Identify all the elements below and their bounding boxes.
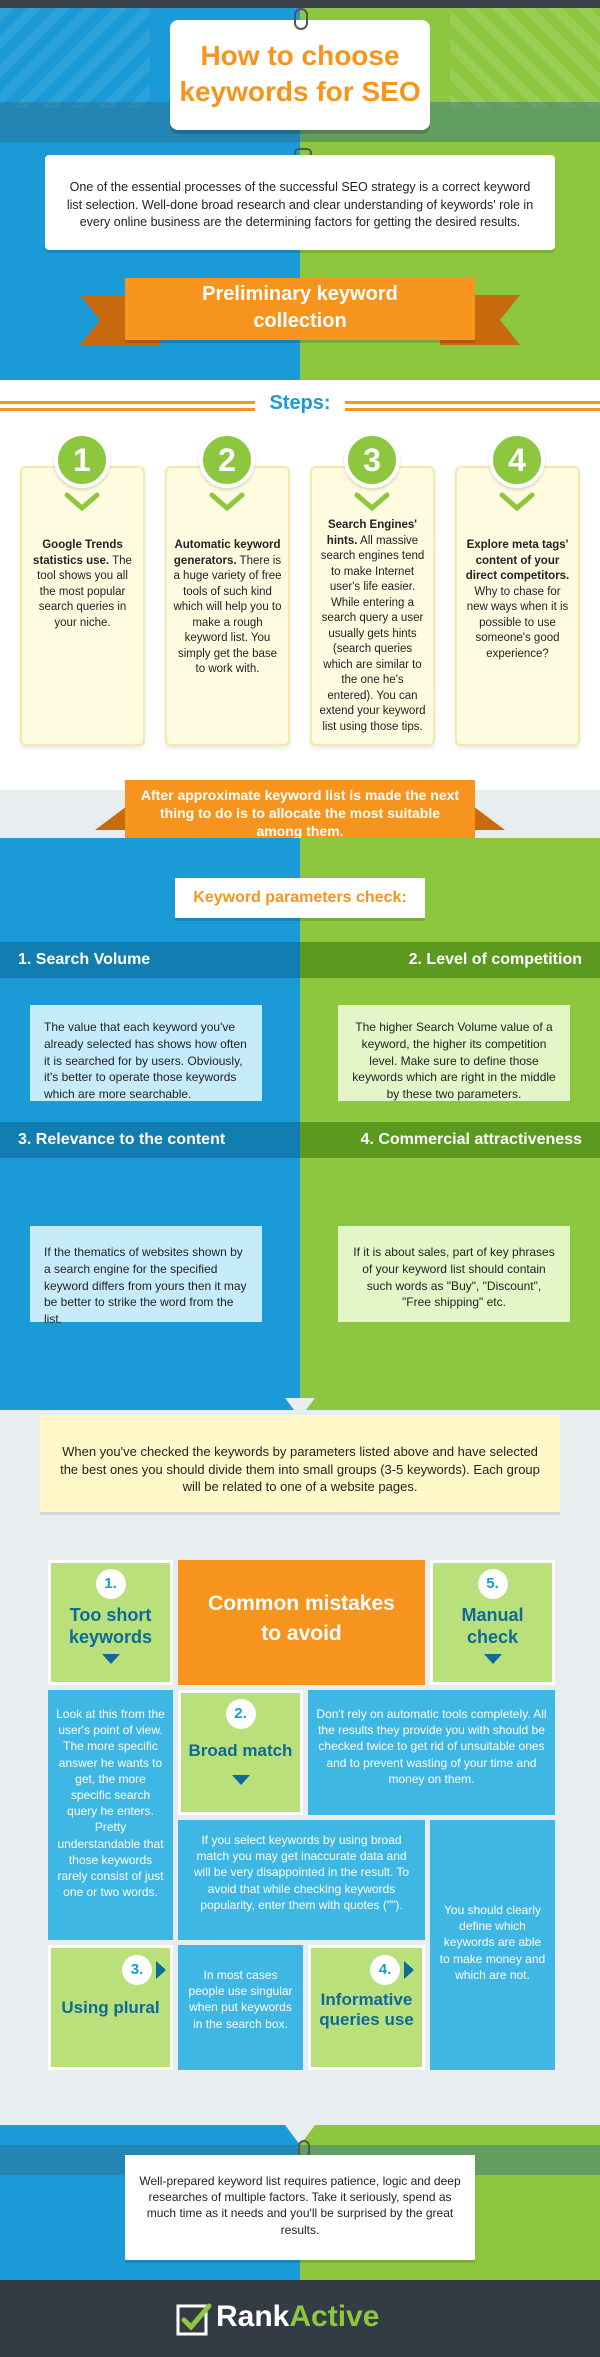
- paperclip-icon: [294, 8, 308, 30]
- footer: [0, 2280, 600, 2357]
- step-card-1: Google Trends statistics use. The tool s…: [20, 466, 145, 746]
- mistakes-title-line2: to avoid: [261, 1622, 342, 1645]
- param-1-title: 1. Search Volume: [0, 942, 300, 978]
- param-3-title: 3. Relevance to the content: [0, 1122, 300, 1158]
- triangle-right-icon: [156, 1961, 166, 1979]
- step-1-bold: Google Trends statistics use.: [33, 539, 123, 567]
- chevron-down-icon: [499, 492, 535, 512]
- mistake-1-number: 1.: [95, 1569, 126, 1599]
- step-4-bold: Explore meta tags' content of your direc…: [465, 539, 570, 583]
- mistake-4-text: You should clearly define which keywords…: [430, 1820, 555, 2070]
- header-stripes-right: [450, 8, 600, 108]
- preliminary-line2: collection: [253, 310, 347, 332]
- top-bar: [0, 0, 600, 8]
- mistakes-title-line1: Common mistakes: [208, 1592, 395, 1615]
- chevron-down-icon: [209, 492, 245, 512]
- triangle-right-icon: [404, 1961, 414, 1979]
- step-card-4: Explore meta tags' content of your direc…: [455, 466, 580, 746]
- step-card-2: Automatic keyword generators. There is a…: [165, 466, 290, 746]
- mistake-5-header: 5. Manual check: [430, 1560, 555, 1685]
- step-badge-4: 4: [489, 432, 545, 488]
- mistake-1-text: Look at this from the user's point of vi…: [48, 1690, 173, 1940]
- step-card-3: Search Engines' hints. All massive searc…: [310, 466, 435, 746]
- param-2-text: The higher Search Volume value of a keyw…: [338, 1005, 570, 1101]
- intro-card: One of the essential processes of the su…: [45, 155, 555, 250]
- steps-line-left-1: [0, 401, 255, 404]
- mistake-2-text: If you select keywords by using broad ma…: [178, 1820, 425, 1940]
- rankactive-logo-icon: [176, 2303, 212, 2336]
- triangle-down-icon: [231, 1775, 250, 1785]
- param-2-title: 2. Level of competition: [300, 942, 600, 978]
- step-badge-1: 1: [54, 432, 110, 488]
- step-2-text: There is a huge variety of free tools of…: [173, 554, 282, 676]
- preliminary-ribbon: [125, 278, 475, 340]
- title-card: [170, 20, 430, 130]
- step-badge-2: 2: [199, 432, 255, 488]
- page-title-line2: keywords for SEO: [179, 76, 421, 107]
- mistake-3-number: 3.: [122, 1955, 152, 1985]
- mistake-4-number: 4.: [370, 1955, 400, 1985]
- page-title-line1: How to choose: [200, 40, 400, 71]
- preliminary-line1: Preliminary keyword: [202, 283, 398, 305]
- mistake-2-title: Broad match: [188, 1741, 293, 1760]
- mistake-2-number: 2.: [225, 1699, 256, 1729]
- steps-line-right-1: [345, 401, 600, 404]
- brand-rank: Rank: [216, 2300, 290, 2333]
- step-1-text: The tool shows you all the most popular …: [37, 554, 132, 629]
- footer-brand: RankActive: [216, 2300, 379, 2334]
- params-heading: Keyword parameters check:: [175, 878, 425, 918]
- param-1-text: The value that each keyword you've alrea…: [30, 1005, 262, 1101]
- triangle-down-icon: [483, 1654, 502, 1665]
- conclusion-card: Well-prepared keyword list requires pati…: [125, 2155, 475, 2260]
- mistake-3-text: In most cases people use singular when p…: [178, 1945, 303, 2070]
- steps-line-left-2: [0, 408, 255, 411]
- mistake-4-title: Informative queries use: [319, 1990, 414, 2030]
- brand-active: Active: [289, 2300, 380, 2333]
- param-4-title: 4. Commercial attractiveness: [300, 1122, 600, 1158]
- step-2-bold: Automatic keyword generators.: [173, 539, 281, 567]
- mistake-1-header: 1. Too short keywords: [48, 1560, 173, 1685]
- mistake-1-title: Too short keywords: [68, 1605, 153, 1647]
- step-3-bold: Search Engines' hints.: [326, 519, 418, 547]
- grouping-card: When you've checked the keywords by para…: [40, 1415, 560, 1512]
- chevron-down-icon: [64, 492, 100, 512]
- allocate-banner: After approximate keyword list is made t…: [125, 780, 475, 839]
- mistake-3-header: [48, 1945, 173, 2070]
- triangle-down-icon: [101, 1654, 120, 1665]
- mistake-3-title: Using plural: [61, 1998, 160, 2017]
- mistake-5-title: Manual check: [461, 1605, 524, 1647]
- step-3-text: All massive search engines tend to make …: [319, 534, 426, 733]
- mistakes-title-box: [178, 1560, 425, 1685]
- steps-line-right-2: [345, 408, 600, 411]
- param-3-text: If the thematics of websites shown by a …: [30, 1226, 262, 1326]
- param-4-text: If it is about sales, part of key phrase…: [338, 1226, 570, 1322]
- mistake-2-header: 2. Broad match: [178, 1690, 303, 1815]
- mistake-5-text: Don't rely on automatic tools completely…: [308, 1690, 555, 1815]
- step-badge-3: 3: [344, 432, 400, 488]
- mistake-5-number: 5.: [477, 1569, 508, 1599]
- step-4-text: Why to chase for new ways when it is pos…: [466, 585, 569, 660]
- header-stripes-left: [0, 8, 150, 108]
- steps-heading: Steps:: [269, 392, 331, 414]
- chevron-down-icon: [354, 492, 390, 512]
